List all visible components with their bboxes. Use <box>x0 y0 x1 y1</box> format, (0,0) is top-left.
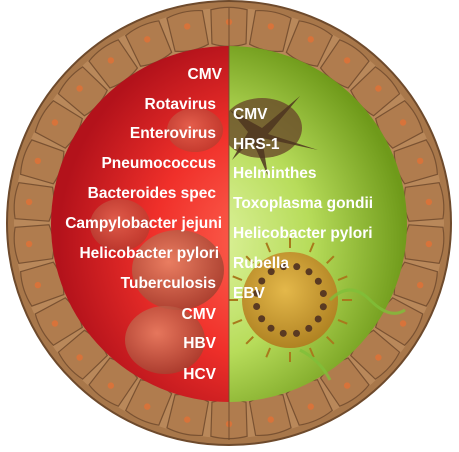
virus-spike <box>337 318 348 325</box>
cell-nucleus <box>51 119 59 126</box>
left-label: Pneumococcus <box>101 155 216 172</box>
epithelial-cell <box>13 182 55 222</box>
cell-nucleus <box>267 23 274 30</box>
pathogen-blob-1 <box>132 230 224 310</box>
virus-particle-icon <box>229 238 352 362</box>
virus-spike <box>245 255 254 264</box>
cell-nucleus <box>34 281 42 289</box>
cell-nucleus <box>343 382 351 389</box>
epithelial-cell <box>166 9 210 53</box>
virus-dot <box>279 329 287 337</box>
virus-spike <box>232 318 243 325</box>
virus-dot <box>253 303 261 311</box>
cell-nucleus <box>399 320 407 327</box>
right-label: Rubella <box>233 255 289 272</box>
virus-dot <box>314 315 322 323</box>
left-label: Enterovirus <box>130 125 216 142</box>
cell-nucleus <box>425 240 433 248</box>
left-label: Rotavirus <box>145 96 217 113</box>
epithelial-cell <box>403 224 445 264</box>
virus-dot <box>293 263 301 271</box>
cell-nucleus <box>25 240 33 248</box>
cell-nucleus <box>144 36 151 43</box>
virus-dot <box>253 289 261 297</box>
virus-spike <box>232 275 243 282</box>
epithelial-cell <box>13 224 55 264</box>
left-label-list: CMV Rotavirus Enterovirus Pneumococcus B… <box>65 66 222 383</box>
virus-dot <box>267 268 275 276</box>
bacteria-strand-icon <box>328 288 406 315</box>
cell-nucleus <box>416 281 424 289</box>
right-label-list: CMV HRS-1 Helminthes Toxoplasma gondii H… <box>233 106 373 302</box>
left-label: Campylobacter jejuni <box>65 215 222 232</box>
virus-dot <box>258 315 266 323</box>
virus-spike <box>326 336 335 345</box>
cell-nucleus <box>25 198 33 206</box>
lumen-left-half <box>51 46 229 402</box>
cell-nucleus <box>425 198 433 206</box>
right-label: EBV <box>233 285 266 302</box>
left-label: HBV <box>183 335 216 352</box>
cell-nucleus <box>144 403 151 410</box>
virus-dot <box>319 289 327 297</box>
pathogen-blob-4 <box>167 108 223 152</box>
cell-nucleus <box>399 119 407 126</box>
cell-nucleus <box>343 57 351 64</box>
virus-spike <box>265 347 272 358</box>
left-label: Bacteroides spec <box>88 185 217 202</box>
virus-dot <box>305 324 313 332</box>
pathogen-blob-2 <box>125 306 205 374</box>
virus-dot <box>319 303 327 311</box>
spiky-organism-icon <box>229 96 318 176</box>
epithelial-cell <box>248 393 292 437</box>
cell-nucleus <box>307 403 314 410</box>
cell-nucleus <box>184 416 191 423</box>
right-label: Toxoplasma gondii <box>233 195 373 212</box>
right-label: Helminthes <box>233 165 317 182</box>
left-label: CMV <box>188 66 223 83</box>
virus-spike <box>245 336 254 345</box>
virus-dot <box>258 277 266 285</box>
cell-nucleus <box>375 354 382 361</box>
left-label: HCV <box>183 366 216 383</box>
lumen-right-half <box>229 46 407 402</box>
epithelial-cell <box>403 182 445 222</box>
left-label: Helicobacter pylori <box>79 245 219 262</box>
cell-nucleus <box>34 157 42 165</box>
virus-spike <box>337 275 348 282</box>
epithelial-cell <box>248 9 292 53</box>
virus-spike <box>308 242 315 253</box>
virus-spike <box>308 347 315 358</box>
epithelial-cell <box>166 393 210 437</box>
right-label: Helicobacter pylori <box>233 225 373 242</box>
cell-nucleus <box>307 36 314 43</box>
cell-nucleus <box>267 416 274 423</box>
virus-dot <box>267 324 275 332</box>
cell-nucleus <box>51 320 59 327</box>
bacteria-strand-icon <box>299 348 332 381</box>
virus-dot <box>314 277 322 285</box>
cell-nucleus <box>76 354 83 361</box>
cell-nucleus <box>76 85 83 92</box>
right-label: CMV <box>233 106 268 123</box>
cell-nucleus <box>375 85 382 92</box>
pathogen-blob-3 <box>90 199 150 251</box>
cell-nucleus <box>184 23 191 30</box>
cell-nucleus <box>107 382 115 389</box>
left-label: CMV <box>182 306 217 323</box>
left-label: Tuberculosis <box>121 275 216 292</box>
right-label: HRS-1 <box>233 136 280 153</box>
virus-spike <box>265 242 272 253</box>
virus-dot <box>279 263 287 271</box>
cell-nucleus <box>107 57 115 64</box>
epithelial-cells <box>13 6 445 440</box>
virus-dot <box>293 329 301 337</box>
cell-nucleus <box>416 157 424 165</box>
virus-dot <box>305 268 313 276</box>
virus-spike <box>326 255 335 264</box>
